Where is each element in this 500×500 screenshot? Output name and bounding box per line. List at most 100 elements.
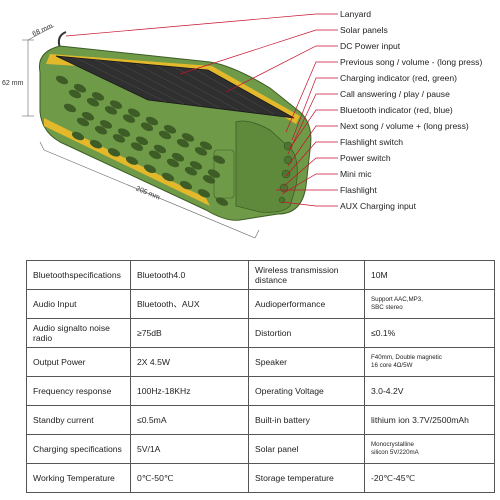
callout-leader [287,125,338,167]
spec-value: lithium ion 3.7V/2500mAh [364,405,495,435]
speaker-body [38,31,312,221]
spec-value: 5V/1A [130,434,249,464]
callout-leader-lines [65,13,338,207]
grille-hole [127,108,141,118]
spec-value: 0℃-50℃ [130,463,249,493]
grille-hole [104,106,118,115]
grille-hole [166,158,180,168]
callout-aux-charging-input: AUX Charging input [340,201,416,211]
spec-value: ≤0.5mA [130,405,249,435]
table-row: Bluetoothspecifications Bluetooth4.0 Wir… [26,260,495,290]
table-row: Charging specifications 5V/1A Solar pane… [26,434,495,464]
grille-hole [202,175,216,184]
spec-table: Bluetoothspecifications Bluetooth4.0 Wir… [26,260,495,493]
grille-hole [122,114,136,123]
dimension-lines [22,25,260,239]
callout-flashlight-switch: Flashlight switch [340,137,404,147]
spec-label: Working Temperature [26,463,131,493]
grille-hole [73,83,87,93]
grille-hole [176,138,190,148]
grille-hole [71,131,85,141]
grille-hole [112,134,126,143]
spec-label: Standby current [26,405,131,435]
spec-label: Audioperformance [248,289,365,319]
callout-mini-mic: Mini mic [340,169,372,179]
height-dimension: 62 mm [2,80,24,87]
grille-hole [145,116,159,126]
speaker-diagram [22,13,338,239]
callout-call-answering: Call answering / play / pause [340,89,450,99]
grille-hole [117,128,131,137]
callout-leader [287,93,338,155]
callout-charging-indicator: Charging indicator (red, green) [340,73,458,83]
spec-value: ≥75dB [130,318,249,348]
spec-label: Storage temperature [248,463,365,493]
table-row: Working Temperature 0℃-50℃ Storage tempe… [26,463,495,493]
callout-leader [65,13,338,37]
spec-label: Wireless transmission distance [248,260,365,290]
callout-leader [291,77,338,141]
table-row: Audio Input Bluetooth、AUX Audioperforman… [26,289,495,319]
callout-solar-panels: Solar panels [340,25,388,35]
callout-leader [283,157,338,187]
callout-leader [285,61,338,133]
grille-hole [194,147,208,156]
spec-label: Audio signalto noise radio [26,318,131,348]
grille-hole [143,164,157,174]
spec-label: Frequency response [26,376,131,406]
spec-label: Output Power [26,347,131,377]
table-row: Audio signalto noise radio ≥75dB Distort… [26,318,495,348]
grille-hole [207,169,221,178]
grille-hole [184,166,198,176]
callout-leader [179,29,338,75]
grille-hole [99,120,113,129]
callout-leader [225,45,338,93]
grille-hole [125,156,139,165]
grille-holes [55,75,229,206]
grille-hole [135,136,149,146]
spec-label: Bluetoothspecifications [26,260,131,290]
callout-flashlight: Flashlight [340,185,377,195]
grille-hole [68,89,82,99]
callout-lanyard: Lanyard [340,9,372,19]
callout-next-song: Next song / volume + (long press) [340,121,469,131]
table-row: Standby current ≤0.5mA Built-in battery … [26,405,495,435]
grille-hole [158,130,172,140]
grille-hole [181,133,195,142]
spec-value: Support AAC,MP3, SBC stereo [364,289,495,319]
spec-label: Speaker [248,347,365,377]
spec-value: ≤0.1% [364,318,495,348]
grille-hole [94,125,108,135]
grille-hole [130,142,144,151]
grille-hole [86,97,100,107]
table-row: Frequency response 100Hz-18KHz Operating… [26,376,495,406]
grille-hole [55,75,69,85]
spec-value: F40mm, Double magnetic 16 core 4Ω/5W [364,347,495,377]
spec-value: 2X 4.5W [130,347,249,377]
grille-hole [89,139,103,149]
callout-bluetooth-indicator: Bluetooth indicator (red, blue) [340,105,453,115]
spec-label: Distortion [248,318,365,348]
spec-label: Built-in battery [248,405,365,435]
spec-value: 3.0-4.2V [364,376,495,406]
grille-hole [76,117,90,127]
grille-hole [161,172,175,182]
spec-label: Audio Input [26,289,131,319]
grille-hole [171,152,185,162]
spec-value: 100Hz-18KHz [130,376,249,406]
grille-hole [199,141,213,150]
spec-value: Bluetooth、AUX [130,289,249,319]
spec-value: -20℃-45℃ [364,463,495,493]
callout-previous-song: Previous song / volume - (long press) [340,57,483,67]
callout-dc-power-input: DC Power input [340,41,401,51]
spec-label: Solar panel [248,434,365,464]
callout-leader [281,173,338,195]
spec-label: Charging specifications [26,434,131,464]
grille-hole [163,124,177,134]
grille-hole [91,92,105,101]
callout-leader [281,201,338,207]
grille-hole [109,100,123,109]
grille-hole [107,148,121,157]
table-row: Output Power 2X 4.5W Speaker F40mm, Doub… [26,347,495,377]
spec-label: Operating Voltage [248,376,365,406]
